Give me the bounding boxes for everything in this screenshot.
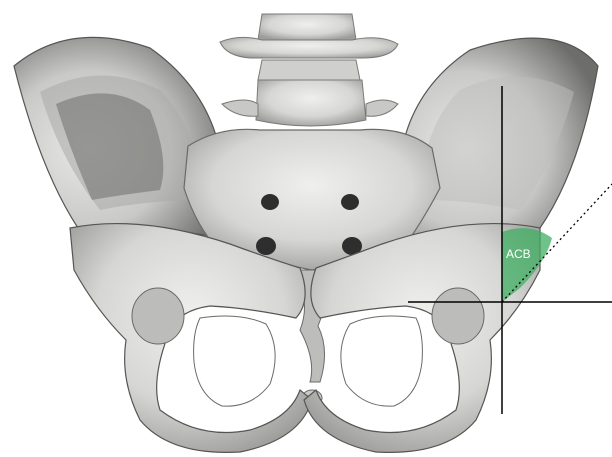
sacral-foramen [341,194,359,210]
sacral-foramen [256,237,276,255]
left-obturator-foramen [194,316,276,406]
right-obturator-foramen [341,316,423,406]
acb-label: ACB [506,247,531,261]
sacral-foramen [261,194,279,210]
spine-vertebrae [220,14,398,126]
